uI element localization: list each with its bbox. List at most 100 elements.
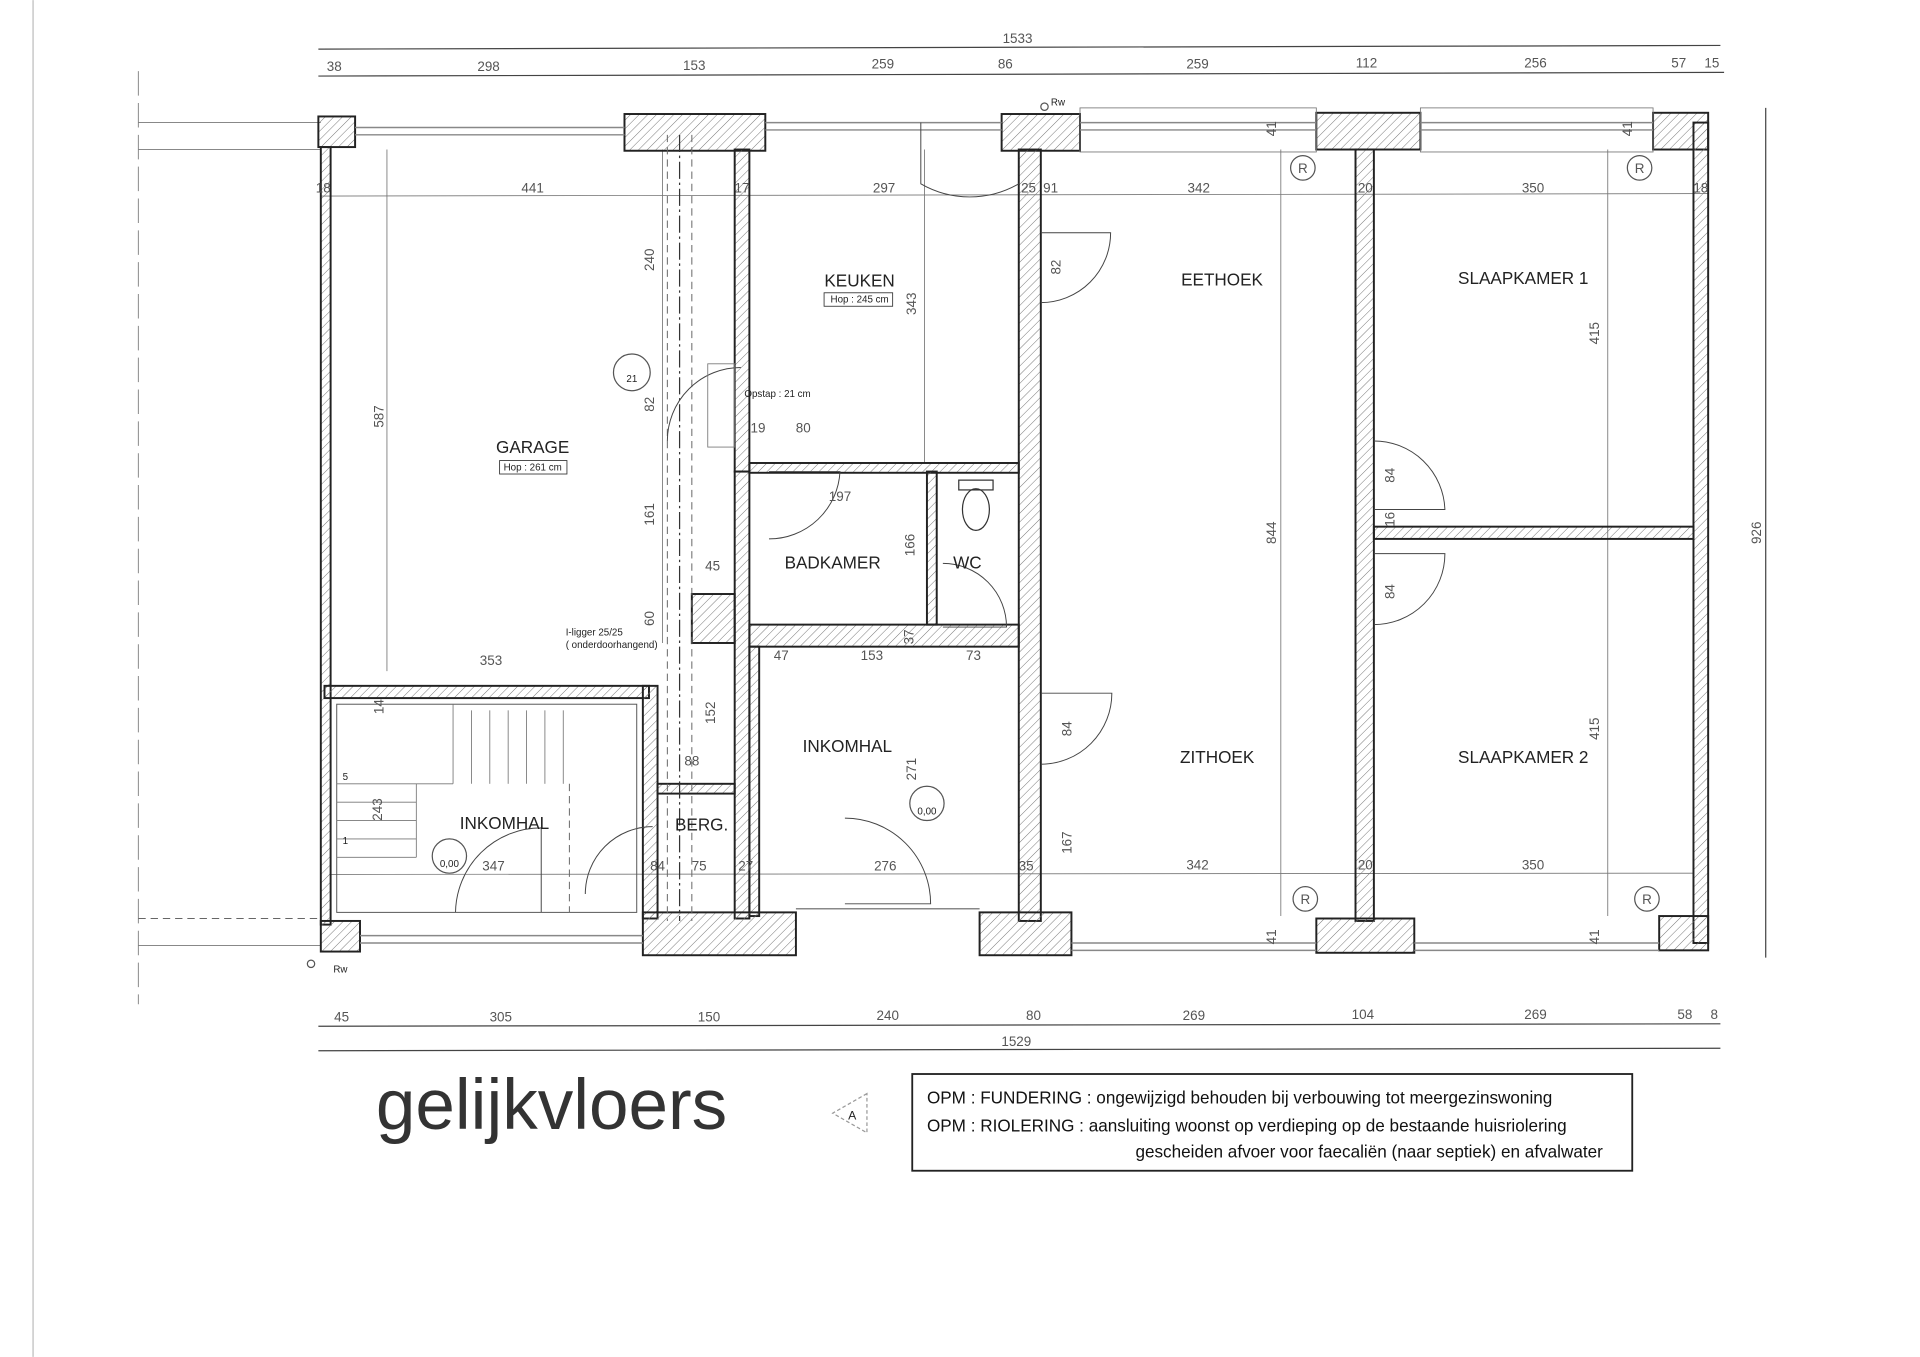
beam-label: I-ligger 25/25: [566, 628, 624, 639]
svg-text:152: 152: [703, 702, 718, 724]
svg-text:240: 240: [642, 248, 657, 270]
svg-text:1529: 1529: [1001, 1034, 1031, 1049]
level-marker: 0,00: [917, 806, 937, 817]
svg-text:441: 441: [521, 180, 543, 195]
garage-height-box: [499, 460, 568, 475]
svg-text:259: 259: [872, 57, 894, 72]
svg-text:45: 45: [334, 1009, 349, 1024]
svg-text:298: 298: [477, 59, 499, 74]
svg-text:350: 350: [1522, 858, 1544, 873]
beam-lines: [666, 134, 693, 921]
svg-text:41: 41: [1264, 929, 1279, 944]
svg-text:47: 47: [774, 648, 789, 663]
svg-text:41: 41: [1264, 121, 1279, 136]
svg-text:167: 167: [1059, 831, 1074, 853]
drawing-title: gelijkvloers: [376, 1066, 727, 1145]
svg-text:926: 926: [1749, 522, 1764, 544]
svg-text:166: 166: [903, 534, 918, 556]
radiator-icon: [1290, 155, 1316, 181]
room-eethoek: EETHOEK: [1181, 269, 1263, 289]
svg-text:37: 37: [901, 629, 916, 644]
rainwater-label: Rw: [1051, 97, 1066, 108]
svg-text:353: 353: [480, 653, 502, 668]
svg-text:271: 271: [904, 758, 919, 780]
svg-text:80: 80: [796, 420, 811, 435]
radiator-icon: [1292, 886, 1319, 912]
stair-step-label: 5: [343, 772, 349, 783]
room-berg: BERG.: [675, 814, 728, 834]
room-zithoek: ZITHOEK: [1180, 747, 1255, 767]
opstap-label: Opstap : 21 cm: [744, 389, 810, 400]
toilet-icon: [961, 488, 990, 531]
svg-text:82: 82: [1048, 260, 1063, 275]
svg-text:197: 197: [829, 489, 851, 504]
room-wc: WC: [953, 552, 982, 572]
note-riolering: OPM : RIOLERING : aansluiting woonst op …: [927, 1116, 1567, 1136]
stair-step-label: 1: [343, 836, 348, 847]
svg-text:25: 25: [1021, 180, 1036, 195]
svg-text:415: 415: [1587, 322, 1602, 344]
svg-text:35: 35: [1019, 859, 1034, 874]
note-fundering: OPM : FUNDERING : ongewijzigd behouden b…: [927, 1087, 1552, 1107]
rainwater-label: Rw: [333, 964, 348, 975]
svg-text:259: 259: [1186, 57, 1208, 72]
room-garage: GARAGE: [496, 437, 569, 457]
beam-label: ( onderdoorhangend): [566, 640, 658, 651]
svg-text:844: 844: [1264, 521, 1279, 544]
room-inkomhal-center: INKOMHAL: [803, 736, 892, 756]
svg-text:243: 243: [370, 798, 385, 820]
room-slaapkamer-1: SLAAPKAMER 1: [1458, 268, 1588, 288]
svg-text:41: 41: [1620, 121, 1635, 136]
svg-text:1533: 1533: [1003, 31, 1033, 46]
svg-text:256: 256: [1524, 55, 1546, 70]
svg-text:415: 415: [1587, 717, 1602, 739]
svg-text:347: 347: [482, 859, 504, 874]
svg-text:75: 75: [692, 859, 707, 874]
svg-text:8: 8: [1711, 1007, 1718, 1022]
radiator-label: R: [1298, 161, 1308, 176]
keuken-height-box: [823, 292, 894, 307]
svg-text:153: 153: [683, 58, 705, 73]
note-riolering-cont: gescheiden afvoer voor faecaliën (naar s…: [1135, 1141, 1603, 1161]
svg-text:80: 80: [1026, 1008, 1041, 1023]
misc-dimensions: 19 80 197 45 47 153 73 353 37: [480, 420, 981, 668]
symbols: [306, 102, 1660, 969]
svg-text:20: 20: [1358, 858, 1373, 873]
section-marker-label: A: [848, 1108, 857, 1122]
svg-text:240: 240: [877, 1008, 899, 1023]
svg-text:60: 60: [642, 611, 657, 626]
svg-text:84: 84: [650, 859, 665, 874]
room-slaapkamer-2: SLAAPKAMER 2: [1458, 747, 1588, 767]
svg-text:58: 58: [1677, 1007, 1692, 1022]
staircase: [336, 703, 638, 913]
svg-text:57: 57: [1671, 55, 1686, 70]
svg-text:86: 86: [998, 57, 1013, 72]
vertical-dimensions: 926 844 415 415 587 343 240 82 161 60 15…: [370, 121, 1764, 944]
svg-text:150: 150: [698, 1009, 720, 1024]
svg-text:269: 269: [1524, 1007, 1546, 1022]
bottom-dimensions: 45 305 150 240 80 269 104 269 58 8 1529 …: [334, 858, 1718, 1049]
svg-text:16: 16: [1383, 512, 1398, 527]
room-inkomhal-left: INKOMHAL: [460, 813, 549, 833]
garage-height: Hop : 261 cm: [504, 462, 562, 473]
svg-text:18: 18: [1693, 180, 1708, 195]
svg-text:17: 17: [735, 180, 750, 195]
svg-text:14: 14: [371, 699, 386, 714]
svg-text:343: 343: [904, 293, 919, 315]
svg-text:350: 350: [1522, 180, 1544, 195]
svg-text:88: 88: [684, 753, 699, 768]
svg-text:269: 269: [1183, 1008, 1205, 1023]
svg-text:84: 84: [1383, 467, 1398, 482]
room-keuken: KEUKEN: [824, 271, 894, 291]
dimension-lines: [318, 44, 1767, 1052]
svg-text:18: 18: [316, 180, 331, 195]
svg-text:19: 19: [750, 420, 765, 435]
radiator-icon: [1634, 886, 1660, 912]
step-level-label: 21: [626, 374, 637, 385]
svg-text:15: 15: [1704, 55, 1719, 70]
keuken-height: Hop : 245 cm: [831, 295, 889, 306]
walls: [317, 111, 1710, 957]
svg-text:276: 276: [874, 859, 896, 874]
svg-text:73: 73: [966, 648, 981, 663]
radiator-icon: [1626, 155, 1653, 181]
